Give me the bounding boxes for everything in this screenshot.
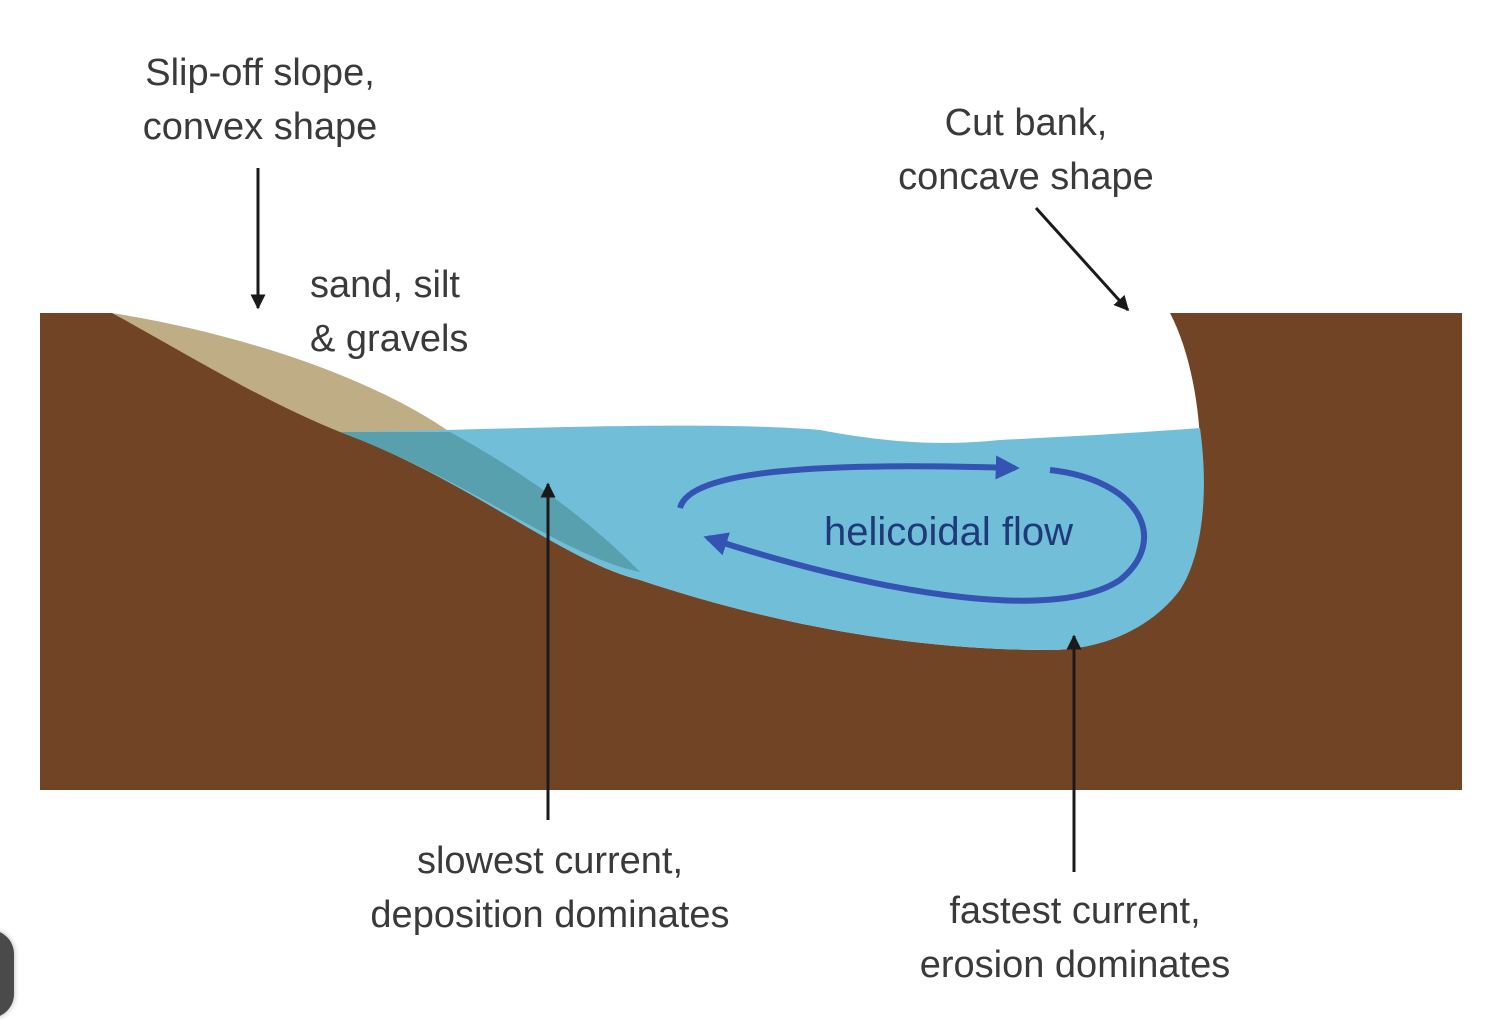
cut-bank-line-1: Cut bank, (944, 102, 1108, 144)
river-water (340, 425, 1204, 650)
helicoidal-flow-arrow-bottom (703, 467, 1148, 604)
fastest-current-label: fastest current, erosion dominates (860, 884, 1290, 992)
helicoidal-flow-arrow-top (677, 455, 1020, 510)
cut-bank-line-2: concave shape (898, 156, 1154, 198)
cut-bank-leader-arrow (1034, 206, 1130, 312)
shallow-water-zone (340, 432, 640, 572)
slowest-current-line-2: deposition dominates (370, 894, 730, 936)
helicoidal-flow-label: helicoidal flow (824, 510, 1074, 554)
sediment-deposit (112, 313, 450, 432)
sediment-line-1: sand, silt (310, 264, 460, 306)
sediment-line-2: & gravels (310, 318, 469, 360)
ground-body (40, 313, 1462, 790)
sediment-label: sand, silt & gravels (310, 258, 530, 366)
fastest-current-line-1: fastest current, (949, 890, 1201, 932)
slowest-current-line-1: slowest current, (416, 840, 684, 882)
slip-off-slope-line-2: convex shape (142, 106, 378, 148)
slip-off-slope-line-1: Slip-off slope, (145, 52, 375, 94)
corner-overlay-button[interactable] (0, 930, 14, 1018)
fastest-current-line-2: erosion dominates (919, 944, 1231, 986)
cut-bank-label: Cut bank, concave shape (856, 96, 1196, 204)
slip-off-slope-label: Slip-off slope, convex shape (90, 46, 430, 154)
slowest-current-label: slowest current, deposition dominates (320, 834, 780, 942)
